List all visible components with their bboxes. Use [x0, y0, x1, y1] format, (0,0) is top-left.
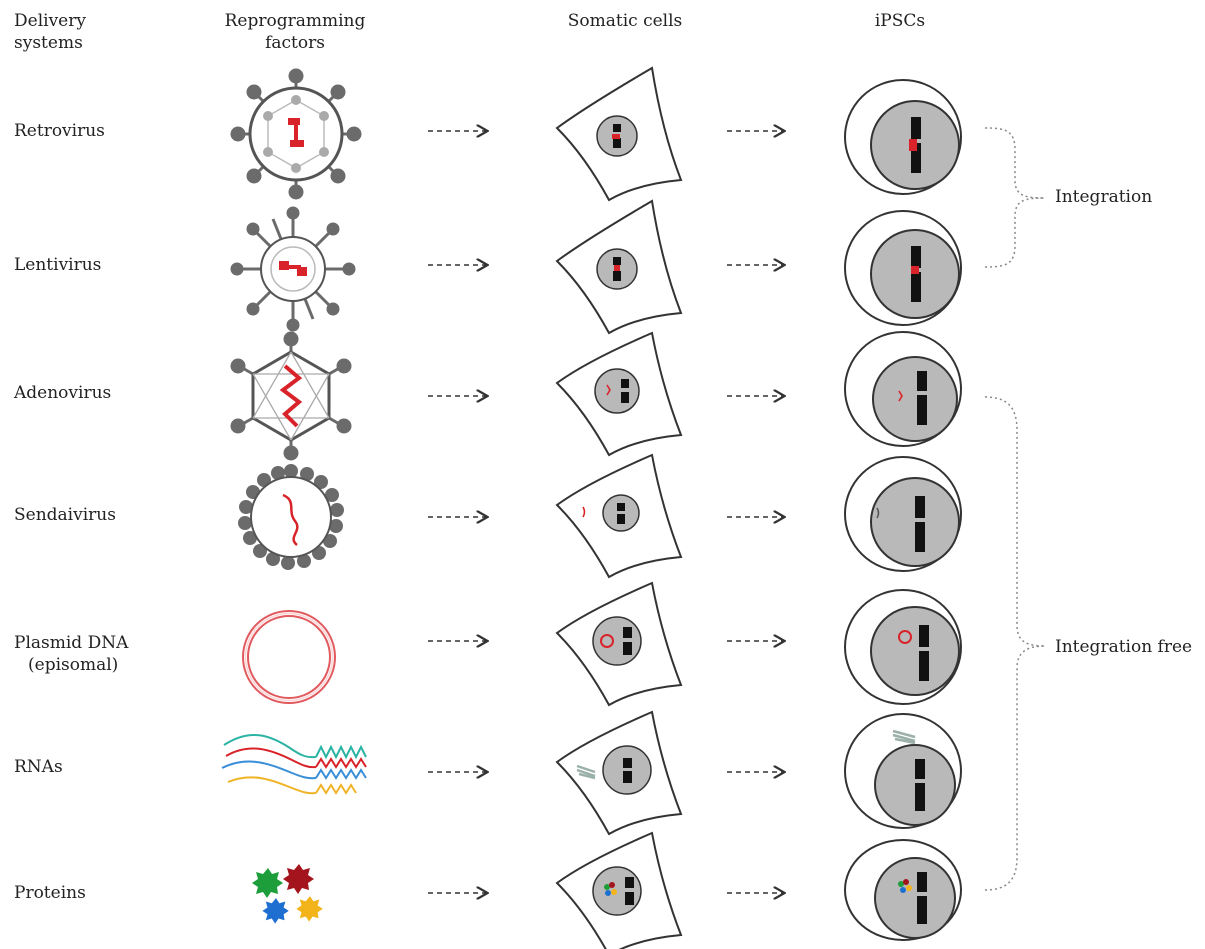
group-label-integration: Integration	[1055, 187, 1153, 207]
ipsc-plasmid	[844, 589, 962, 705]
plasmid-icon	[242, 610, 336, 704]
arrows	[428, 131, 783, 893]
row-label-retrovirus: Retrovirus	[14, 121, 105, 141]
header-factors-line1: Reprogramming	[224, 11, 366, 31]
rna-icon	[221, 733, 367, 795]
header-somatic-cells: Somatic cells	[567, 11, 683, 31]
header-delivery-line2: systems	[14, 33, 83, 53]
row-label-plasmid: Plasmid DNA (episomal)	[14, 632, 128, 676]
row-label-rnas: RNAs	[14, 757, 63, 777]
header-delivery-line1: Delivery	[14, 11, 86, 31]
ipsc-proteins	[844, 839, 962, 941]
header-ipscs: iPSCs	[874, 11, 926, 31]
header-delivery-systems: Delivery systems	[14, 10, 86, 54]
ipsc-lentivirus	[844, 210, 962, 326]
somatic-cell-retrovirus	[555, 66, 683, 202]
integration-bracket	[984, 127, 1046, 268]
header-factors-line2: factors	[265, 33, 325, 53]
somatic-cell-rnas	[555, 710, 683, 836]
somatic-cell-plasmid	[555, 581, 683, 707]
group-label-integration-free: Integration free	[1055, 637, 1193, 657]
somatic-cell-sendaivirus	[555, 453, 683, 579]
row-label-sendaivirus: Sendaivirus	[14, 505, 116, 525]
retrovirus-icon	[230, 68, 362, 200]
sendaivirus-icon	[238, 464, 344, 570]
ipsc-rnas	[844, 713, 962, 829]
plasmid-label-line1: Plasmid DNA	[14, 633, 129, 653]
row-label-proteins: Proteins	[14, 883, 86, 903]
protein-icon	[252, 864, 323, 924]
somatic-cell-lentivirus	[555, 199, 683, 335]
integration-free-bracket	[984, 396, 1046, 891]
ipsc-sendaivirus	[844, 456, 962, 572]
lentivirus-icon	[230, 206, 356, 332]
row-label-lentivirus: Lentivirus	[14, 255, 102, 275]
row-label-adenovirus: Adenovirus	[14, 383, 112, 403]
somatic-cell-proteins	[555, 831, 683, 949]
ipsc-retrovirus	[844, 79, 962, 195]
plasmid-label-line2: (episomal)	[28, 655, 119, 675]
somatic-cell-adenovirus	[555, 331, 683, 457]
adenovirus-icon	[230, 331, 352, 461]
ipsc-adenovirus	[844, 331, 962, 447]
header-reprogramming-factors: Reprogramming factors	[200, 10, 390, 54]
